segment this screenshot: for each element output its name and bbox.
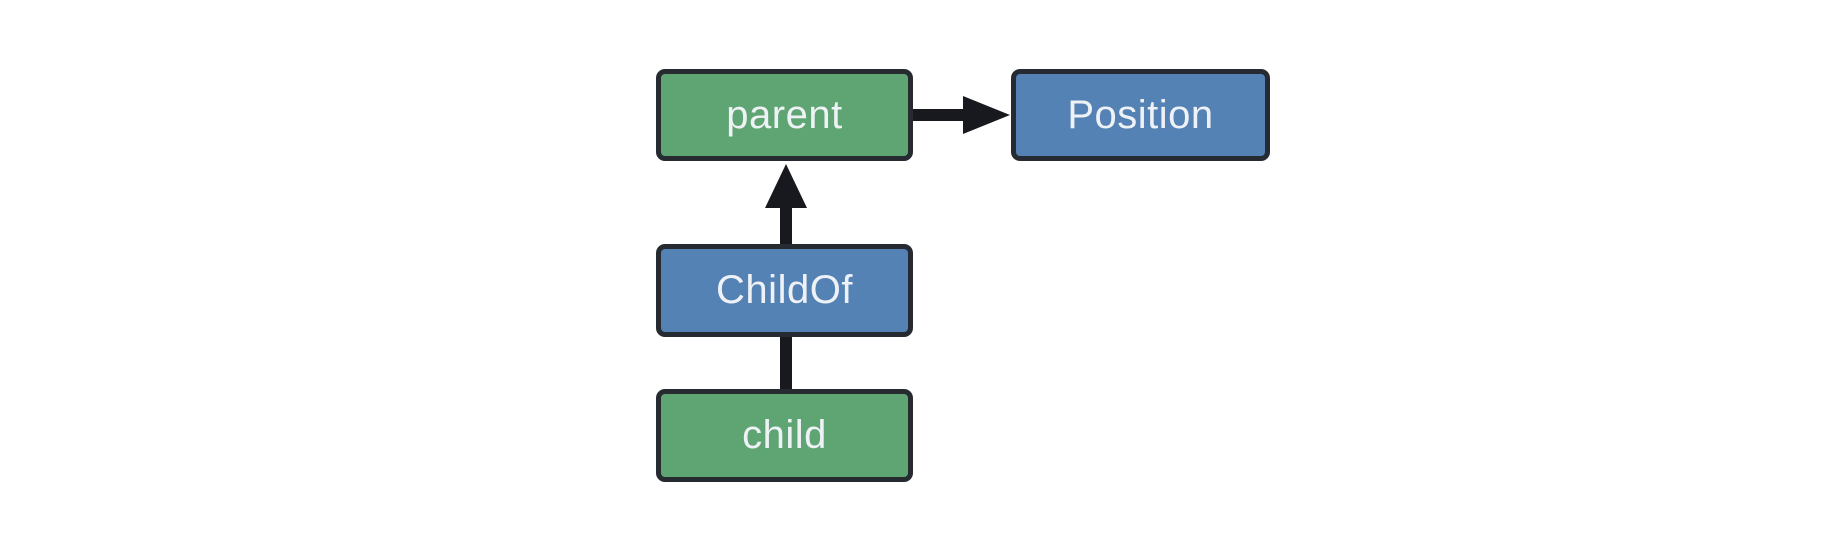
- node-position-label: Position: [1067, 92, 1214, 137]
- node-parent-label: parent: [726, 92, 843, 137]
- node-position: Position: [1011, 69, 1270, 161]
- edge-childof-to-parent: [765, 164, 807, 245]
- node-parent: parent: [656, 69, 913, 161]
- node-childof-label: ChildOf: [716, 268, 853, 312]
- arrowhead-right-icon: [963, 96, 1010, 134]
- arrowhead-up-icon: [765, 164, 807, 208]
- edge-parent-to-position: [913, 96, 1010, 134]
- node-child: child: [656, 389, 913, 482]
- node-child-label: child: [742, 413, 827, 457]
- node-childof: ChildOf: [656, 244, 913, 337]
